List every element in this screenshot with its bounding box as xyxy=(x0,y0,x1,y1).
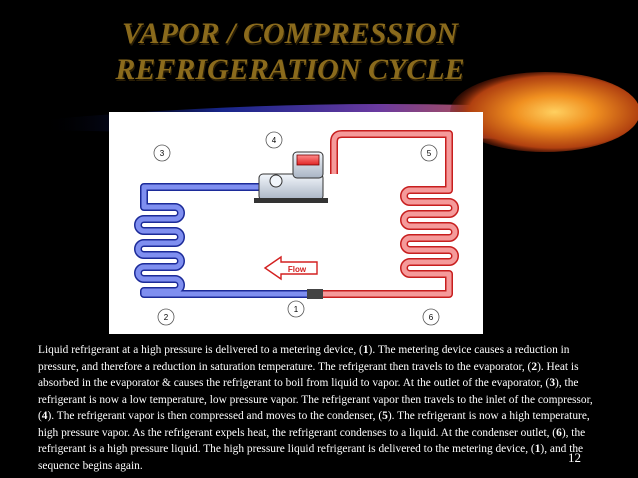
callout-4: 4 xyxy=(265,131,283,149)
svg-text:1: 1 xyxy=(294,305,299,314)
callout-3: 3 xyxy=(153,144,171,162)
callout-5: 5 xyxy=(420,144,438,162)
svg-text:2: 2 xyxy=(164,313,169,322)
cycle-description: Liquid refrigerant at a high pressure is… xyxy=(38,344,593,472)
callout-1: 1 xyxy=(287,300,305,318)
metering-device xyxy=(307,289,323,299)
svg-text:5: 5 xyxy=(427,149,432,158)
flow-label: Flow xyxy=(288,265,307,274)
svg-text:3: 3 xyxy=(160,149,165,158)
page-number: 12 xyxy=(568,450,581,465)
svg-text:4: 4 xyxy=(272,136,277,145)
flow-arrow xyxy=(263,255,318,281)
title-line-2: REFRIGERATION CYCLE xyxy=(115,53,465,86)
callout-6: 6 xyxy=(422,308,440,326)
refrigeration-cycle-diagram: Flow 4 3 5 1 2 xyxy=(109,112,483,334)
title-line-1: VAPOR / COMPRESSION xyxy=(121,17,459,50)
slide-title: VAPOR / COMPRESSION REFRIGERATION CYCLE xyxy=(60,16,520,88)
compressor xyxy=(254,151,328,203)
callout-2: 2 xyxy=(157,308,175,326)
svg-text:6: 6 xyxy=(429,313,434,322)
